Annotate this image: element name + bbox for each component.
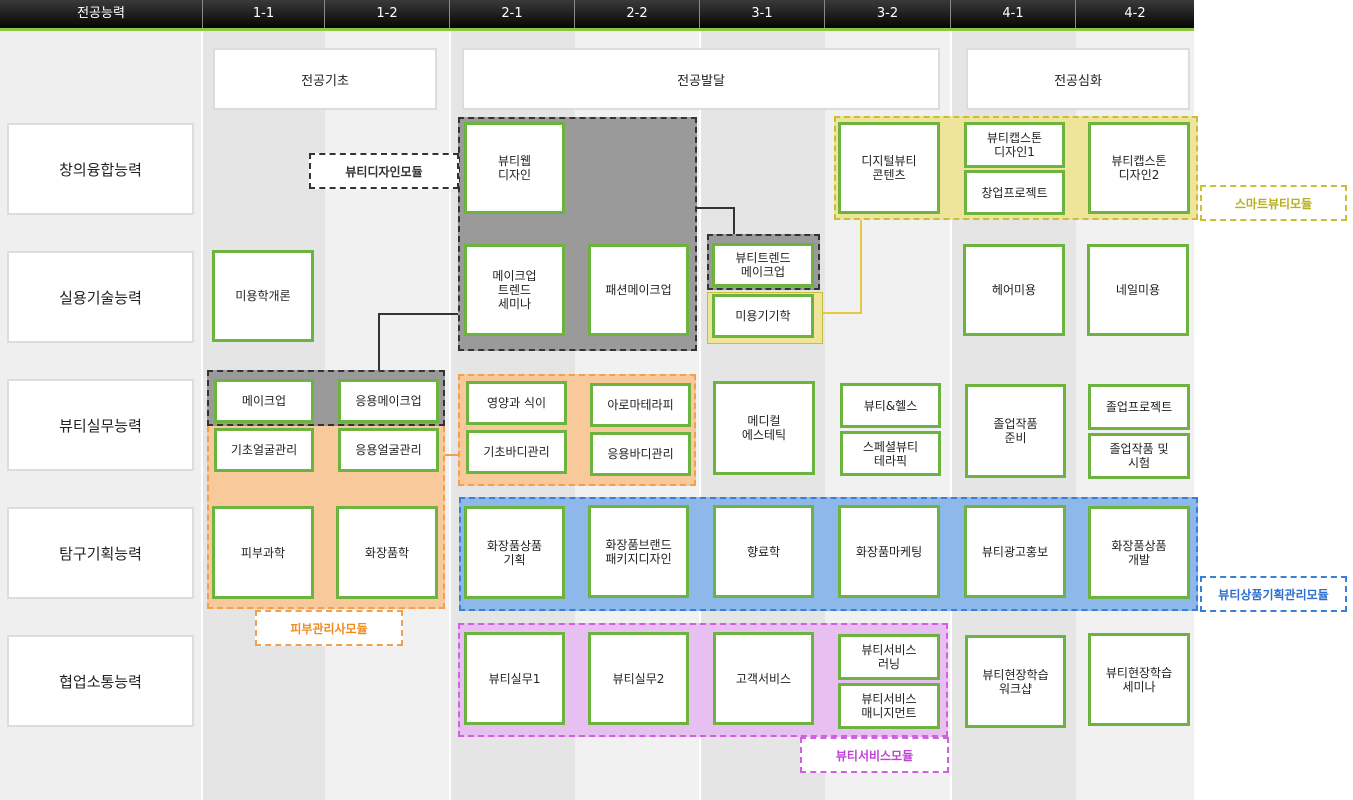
course-skin-science: 피부과학 [212,506,314,599]
column-separator [201,0,203,800]
course-intro-cosmetology: 미용학개론 [212,250,314,342]
course-field-study-workshop: 뷰티현장학습 워크샵 [965,635,1066,728]
header-semester: 4-1 [951,0,1076,28]
course-beauty-web-design: 뷰티웹 디자인 [464,122,565,214]
connector-line [445,454,458,456]
course-cosmetic-product-development: 화장품상품 개발 [1088,506,1190,599]
module-label-product: 뷰티상품기획관리모듈 [1200,576,1347,612]
course-customer-service: 고객서비스 [713,632,814,725]
course-beauty-practice-1: 뷰티실무1 [464,632,565,725]
course-beauty-trend-makeup: 뷰티트렌드 메이크업 [712,243,814,287]
header-semester: 1-1 [203,0,325,28]
connector-line [378,313,380,370]
semester-header: 전공능력 1-1 1-2 2-1 2-2 3-1 3-2 4-1 4-2 [0,0,1194,28]
connector-line [860,220,862,313]
header-semester: 2-2 [575,0,700,28]
course-digital-beauty-contents: 디지털뷰티 콘텐츠 [838,122,940,214]
course-cosmetic-science: 화장품학 [336,506,438,599]
header-semester: 2-1 [450,0,575,28]
phase-development: 전공발달 [462,48,940,110]
course-beauty-advertising: 뷰티광고홍보 [964,505,1066,598]
column-separator [950,0,952,800]
course-nail-cosmetology: 네일미용 [1087,244,1189,336]
course-cosmetic-marketing: 화장품마케팅 [838,505,940,598]
header-semester: 3-2 [825,0,951,28]
course-startup-project: 창업프로젝트 [964,170,1065,215]
course-beauty-service-learning: 뷰티서비스 러닝 [838,634,940,680]
course-applied-facial-care: 응용얼굴관리 [338,428,439,472]
competency-beauty-practice: 뷰티실무능력 [7,379,194,471]
header-label: 전공능력 [0,0,203,28]
course-medical-aesthetics: 메디컬 에스테틱 [713,381,815,475]
course-brand-package-design: 화장품브랜드 패키지디자인 [588,505,689,598]
course-graduation-work-prep: 졸업작품 준비 [965,384,1066,478]
module-label-smart: 스마트뷰티모듈 [1200,185,1347,221]
course-nutrition-diet: 영양과 식이 [466,381,567,425]
course-graduation-project: 졸업프로젝트 [1088,384,1190,430]
course-graduation-exam: 졸업작품 및 시험 [1088,433,1190,479]
course-makeup-trend-seminar: 메이크업 트렌드 세미나 [464,244,565,336]
competency-creative: 창의융합능력 [7,123,194,215]
phase-basic: 전공기초 [213,48,437,110]
course-aromatherapy: 아로마테라피 [590,383,691,427]
product-module-region [459,497,1198,611]
connector-line [733,207,735,234]
course-beauty-health: 뷰티&헬스 [840,383,941,428]
course-applied-body-care: 응용바디관리 [590,432,691,476]
course-hair-cosmetology: 헤어미용 [963,244,1065,336]
module-label-skin: 피부관리사모듈 [255,610,403,646]
header-semester: 3-1 [700,0,825,28]
course-fashion-makeup: 패션메이크업 [588,244,689,336]
course-applied-makeup: 응용메이크업 [338,379,439,423]
course-basic-facial-care: 기초얼굴관리 [214,428,314,472]
header-semester: 1-2 [325,0,450,28]
course-perfumery: 향료학 [713,505,814,598]
phase-advanced: 전공심화 [966,48,1190,110]
connector-line [697,207,734,209]
course-beauty-practice-2: 뷰티실무2 [588,632,689,725]
header-accent-line [0,28,1194,31]
connector-line [378,313,458,315]
course-beauty-service-management: 뷰티서비스 매니지먼트 [838,683,940,729]
module-label-service: 뷰티서비스모듈 [800,737,949,773]
course-special-beauty-therapy: 스페셜뷰티 테라픽 [840,431,941,476]
competency-research-planning: 탐구기획능력 [7,507,194,599]
connector-line [823,312,862,314]
column-separator [699,0,701,800]
module-label-design: 뷰티디자인모듈 [309,153,459,189]
competency-collaboration: 협업소통능력 [7,635,194,727]
course-capstone-design-1: 뷰티캡스톤 디자인1 [964,122,1065,168]
course-makeup: 메이크업 [214,379,314,423]
header-semester: 4-2 [1124,6,1146,21]
course-capstone-design-2: 뷰티캡스톤 디자인2 [1088,122,1190,214]
course-basic-body-care: 기초바디관리 [466,430,567,474]
course-cosmetic-product-planning: 화장품상품 기획 [464,506,565,599]
competency-practical-skill: 실용기술능력 [7,251,194,343]
course-field-study-seminar: 뷰티현장학습 세미나 [1088,633,1190,726]
column-separator [449,0,451,800]
course-beauty-devices: 미용기기학 [712,294,814,338]
